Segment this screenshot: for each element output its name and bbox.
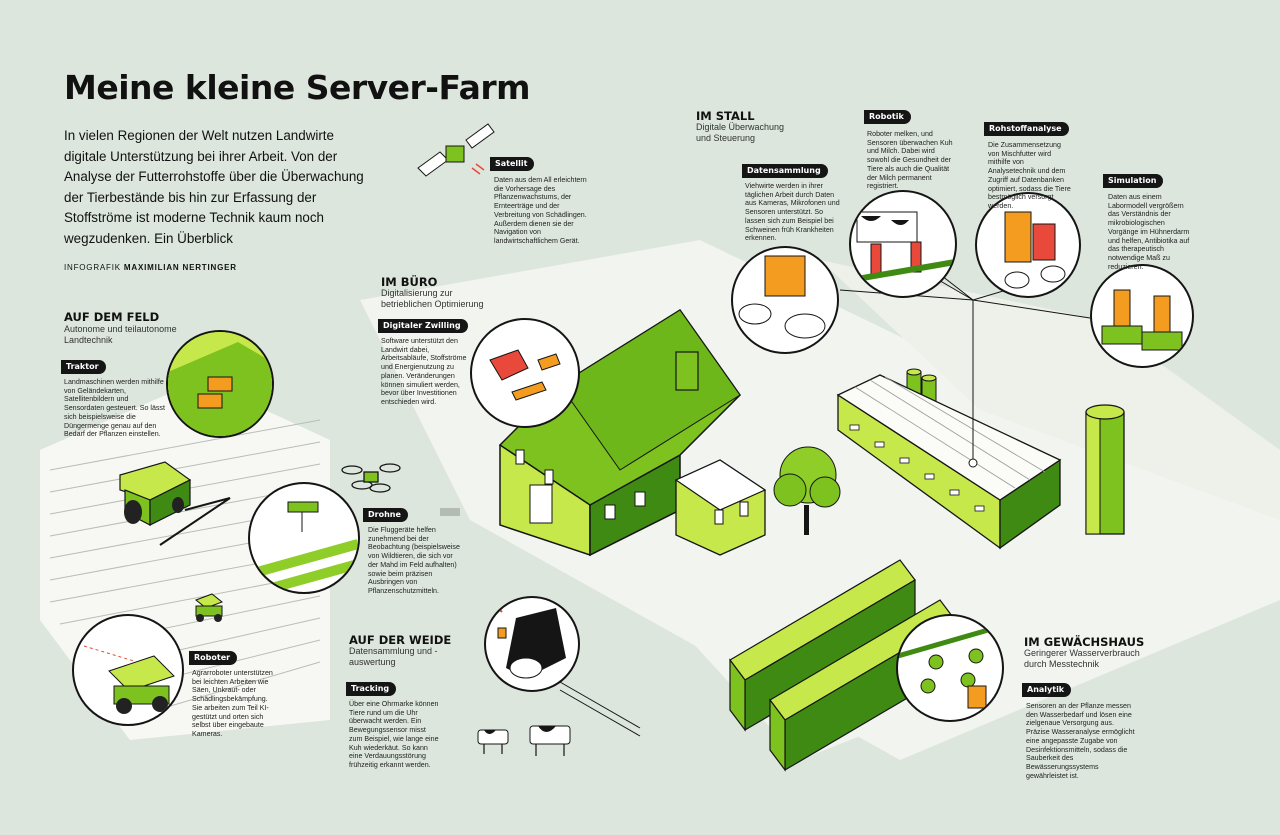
label-roboter: Roboter [189,651,238,665]
drone-shadow [440,508,460,516]
credit-name: MAXIMILIAN NERTINGER [123,263,237,272]
label-zwilling: Digitaler Zwilling [378,319,468,333]
barn [498,308,767,557]
desc-zwilling: Software unterstützt den Landwirt dabei,… [381,337,467,406]
desc-drohne: Die Fluggeräte helfen zunehmend bei der … [368,526,460,595]
section-title-buero: IM BÜRO [381,275,438,289]
desc-roboter: Agrarroboter unterstützen bei leichten A… [192,669,273,738]
field-robot [195,593,223,622]
stable [836,374,1062,550]
label-simulation: Simulation [1103,174,1164,188]
desc-rohstoff: Die Zusammensetzung von Mischfutter wird… [988,141,1071,210]
section-subtitle-stall: Digitale Überwachung und Steuerung [696,122,785,143]
credit: INFOGRAFIK MAXIMILIAN NERTINGER [64,263,237,272]
inset-zwilling [470,318,580,428]
label-analytik: Analytik [1022,683,1072,697]
inset-drohne [248,482,360,594]
label-datensammlung: Datensammlung [742,164,828,178]
section-subtitle-feld: Autonome und teilautonome Landtechnik [64,324,177,345]
label-traktor: Traktor [61,360,106,374]
inset-simulation [1090,264,1194,368]
inset-rohstoff [975,192,1081,298]
desc-traktor: Landmaschinen werden mithilfe von Geländ… [64,378,165,439]
desc-satellit: Daten aus dem All erleichtern die Vorher… [494,176,587,245]
credit-prefix: INFOGRAFIK [64,263,121,272]
label-satellit: Satellit [490,157,535,171]
inset-robotik [849,190,957,298]
section-subtitle-gewaechshaus: Geringerer Wasserverbrauch durch Messtec… [1024,648,1140,669]
inset-roboter [72,614,184,726]
label-rohstoff: Rohstoffanalyse [984,122,1069,136]
inset-analytik [896,614,1004,722]
section-title-weide: AUF DER WEIDE [349,633,452,647]
desc-datensammlung: Viehwirte werden in ihrer täglichen Arbe… [745,182,840,243]
satellite [417,123,495,177]
section-title-feld: AUF DEM FELD [64,310,160,324]
tractor [119,461,231,546]
section-subtitle-buero: Digitalisierung zur betrieblichen Optimi… [381,288,484,309]
inset-tracking [484,596,580,692]
cows [477,725,571,756]
desc-simulation: Daten aus einem Labormodell vergrößern d… [1108,193,1190,271]
tree [773,446,841,535]
desc-robotik: Roboter melken, und Sensoren überwachen … [867,130,953,191]
label-tracking: Tracking [346,682,397,696]
desc-tracking: Über eine Ohrmarke können Tiere rund um … [349,700,439,769]
page-title: Meine kleine Server-Farm [64,68,531,107]
drone [341,463,401,493]
section-title-gewaechshaus: IM GEWÄCHSHAUS [1024,635,1145,649]
inset-datensammlung [731,246,839,354]
label-robotik: Robotik [864,110,911,124]
desc-analytik: Sensoren an der Pflanze messen den Wasse… [1026,702,1135,780]
silo-tall [1085,404,1125,535]
label-drohne: Drohne [363,508,408,522]
section-title-stall: IM STALL [696,109,755,123]
intro-text: In vielen Regionen der Welt nutzen Landw… [64,128,364,246]
inset-traktor [166,330,274,438]
section-subtitle-weide: Datensammlung und -auswertung [349,646,438,667]
fence [559,681,641,737]
